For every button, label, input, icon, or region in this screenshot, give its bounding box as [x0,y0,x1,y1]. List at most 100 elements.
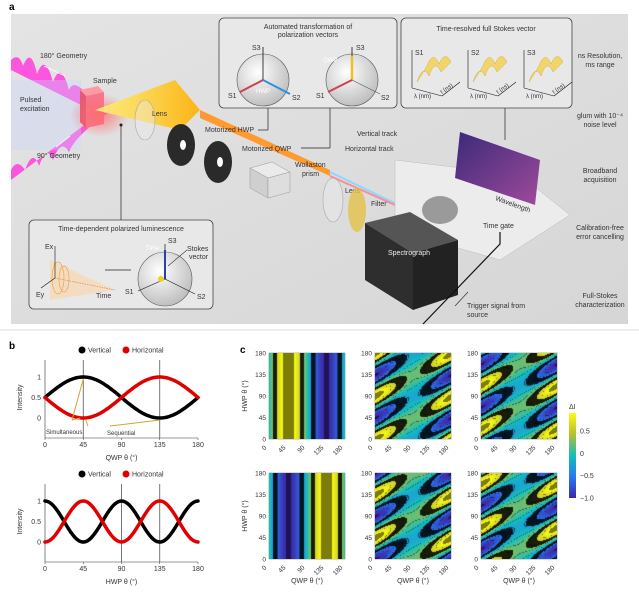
lum-s3: S3 [168,238,177,245]
y-tick-label: 45 [471,535,479,542]
x-tick-label: 135 [419,564,432,577]
y-tick-label: 0 [37,416,41,423]
y-tick-label: 0 [368,557,372,564]
x-tick-label: 45 [383,444,393,454]
time-axis-label: Time [96,293,111,300]
stokes-vector-label-2: vector [189,254,209,261]
y-tick-label: 90 [471,394,479,401]
stokes-s-label: S3 [527,50,536,57]
series-vertical [43,499,200,544]
arrow-90 [55,135,71,148]
filter [348,188,366,232]
x-tick-label: 180 [544,444,557,457]
stokes-box-title: Time-resolved full Stokes vector [436,26,536,33]
x-axis-label: QWP θ (°) [397,577,429,585]
colorbar-tick-label: −0.5 [580,473,594,480]
colorbar-label: ΔI [569,404,576,411]
panel-a-label: a [9,2,15,13]
qwp-sphere-label: QWP [323,58,337,64]
auto-s1-a: S1 [228,93,237,100]
x-tick-label: 180 [192,566,204,573]
y-tick-label: 90 [259,514,267,521]
y-tick-label: 90 [365,394,373,401]
trigger-label-1: Trigger signal from [467,303,525,310]
stokes-x-axis [467,87,499,97]
x-tick-label: 90 [402,564,412,574]
time-gate-label: Time gate [483,223,514,230]
x-tick-label: 0 [473,564,481,572]
stokes-lambda-label: λ (nm) [470,94,487,100]
x-axis-label: QWP θ (°) [106,454,138,462]
legend-marker-vertical [78,470,86,478]
y-axis-label: Intensity [17,508,24,535]
lens-1 [134,99,156,141]
x-axis-label: HWP θ (°) [106,578,137,586]
y-tick-label: 180 [255,471,266,478]
y-tick-label: 45 [365,535,373,542]
stokes-t-axis [497,81,517,97]
legend-horizontal: Horizontal [132,472,164,479]
motorized-hwp-label: Motorized HWP [205,127,254,134]
y-tick-label: 0 [474,557,478,564]
panel-c-label: c [240,345,246,356]
trigger-cable [422,232,501,325]
feature-label-3: Broadband [583,168,617,175]
x-tick-label: 90 [296,444,306,454]
lum-s2: S2 [197,294,206,301]
auto-s1-b: S1 [316,93,325,100]
x-tick-label: 45 [383,564,393,574]
ey-label: Ey [36,292,45,299]
stokes-surface [416,56,452,83]
heatmap-lp90 [375,473,451,559]
x-tick-label: 0 [43,442,47,449]
motorized-hwp [167,124,195,166]
wollaston-label-1: Wollaston [295,162,326,169]
y-tick-label: 90 [259,394,267,401]
auto-s3-a: S3 [252,45,261,52]
annotation-arrow [85,419,89,427]
colorbar-tick-label: 0 [580,451,584,458]
y-tick-label: 180 [361,351,372,358]
y-tick-label: 1 [37,375,41,382]
y-tick-label: 135 [467,372,478,379]
x-tick-label: 45 [489,564,499,574]
detector-screen [455,132,540,205]
stokes-surface [472,56,508,83]
motorized-qwp [204,141,232,183]
feature-label-1: ms range [585,62,614,69]
beam-orange [200,110,330,176]
auto-title-1: Automated transformation of [264,24,352,31]
x-tick-label: 45 [79,566,87,573]
legend-vertical: Vertical [88,472,111,479]
y-tick-label: 45 [259,535,267,542]
feature-label-3: acquisition [583,177,616,184]
x-tick-label: 135 [154,442,166,449]
y-tick-label: 90 [471,514,479,521]
sphere-time-label: Time [146,246,160,252]
y-tick-label: 135 [467,492,478,499]
x-tick-label: 90 [402,444,412,454]
horizontal-track-label: Horizontal track [345,146,394,153]
luminescence-beam [95,80,200,130]
auto-s3-b: S3 [356,45,365,52]
x-tick-label: 0 [261,564,269,572]
x-tick-label: 180 [192,442,204,449]
leader-dot [119,123,123,127]
sample-label: Sample [93,78,117,85]
feature-label-4: error cancelling [576,234,624,241]
vertical-track-label: Vertical track [357,131,398,138]
arrow-180 [43,65,66,77]
colorbar-axis: ΔI0.50−0.5−1.0 [569,404,594,503]
y-tick-label: 180 [467,351,478,358]
heatmap-lp+45 [481,353,557,439]
heatmap-rcp [269,353,345,439]
y-tick-label: 0 [37,540,41,547]
x-tick-label: 45 [79,442,87,449]
pulsed-excitation-label-2: excitation [20,106,50,113]
x-tick-label: 90 [508,444,518,454]
spectrograph [365,212,458,310]
geometry-180-label: 180° Geometry [40,52,88,60]
y-axis-label: HWP θ (°) [241,500,249,531]
